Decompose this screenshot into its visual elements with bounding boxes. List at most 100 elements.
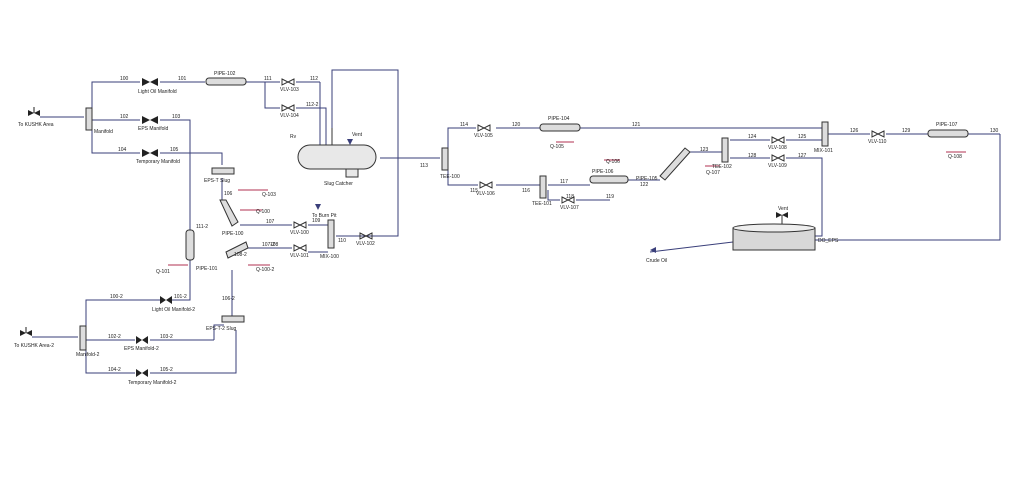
stream-label: 112-2 <box>306 102 319 108</box>
vent-arrow-icon <box>347 139 353 145</box>
tee-102-shape[interactable] <box>721 137 729 163</box>
vlv-109-label: VLV-109 <box>768 163 787 169</box>
manifold-2-shape[interactable] <box>79 325 87 351</box>
valve-vlv-104[interactable] <box>281 104 295 112</box>
stream-label: 111-2 <box>196 224 208 230</box>
tank-shape[interactable] <box>732 212 816 251</box>
valve-vlv-106[interactable] <box>479 181 493 189</box>
stream-label: 112 <box>310 76 318 82</box>
tank-vent-label: Vent <box>778 206 789 212</box>
crude-label: Crude Oil <box>646 258 667 264</box>
eps-t-2-label: EPS-T-2 Slug <box>206 326 237 332</box>
valve-vlv-101[interactable] <box>293 244 307 252</box>
pipe-100-shape[interactable] <box>219 199 239 227</box>
stream-label: 108 <box>270 242 279 248</box>
valve-vlv-100[interactable] <box>293 221 307 229</box>
stream-label: 110 <box>338 238 346 244</box>
valve-temporary-2[interactable] <box>136 369 148 377</box>
manifold-shape[interactable] <box>85 107 93 131</box>
mix-101-label: MIX-101 <box>814 148 833 154</box>
stream-label: 105-2 <box>160 367 173 373</box>
stream-label: 120 <box>512 122 521 128</box>
eps-2-label: EPS Manifold-2 <box>124 346 159 352</box>
burn-pit-arrow-icon <box>315 204 321 210</box>
eps-t-shape[interactable] <box>211 167 235 175</box>
manifold-label: Manifold <box>94 129 113 135</box>
stream-label: 100 <box>120 76 129 82</box>
valve-vlv-109[interactable] <box>771 154 785 162</box>
vlv-101-label: VLV-101 <box>290 253 309 259</box>
pipe-107-shape[interactable] <box>927 129 969 138</box>
stream-label: 103 <box>172 114 181 120</box>
stream-label: 113 <box>420 163 428 169</box>
pipe-104-shape[interactable] <box>539 123 581 132</box>
pipe-105-shape[interactable] <box>659 147 691 181</box>
tank-label: DO_EPS <box>818 238 839 244</box>
stream-label: 106 <box>224 191 233 197</box>
temporary-2-label: Temporary Manifold-2 <box>128 380 177 386</box>
valve-lightoil-2[interactable] <box>160 296 172 304</box>
pipe-107-label: PIPE-107 <box>936 122 958 128</box>
labels: To KUSHK Area To KUSHK Area-2 Manifold M… <box>14 71 999 386</box>
valve-eps-2[interactable] <box>136 336 148 344</box>
valve-vlv-108[interactable] <box>771 136 785 144</box>
valve-vlv-110[interactable] <box>871 130 885 138</box>
eps-t-label: EPS-T Slug <box>204 178 230 184</box>
stream-label: 104-2 <box>108 367 121 373</box>
pipe-102-shape[interactable] <box>205 77 247 86</box>
q-101-label: Q-101 <box>156 269 170 275</box>
valve-vlv-107[interactable] <box>561 196 575 204</box>
q-105-label: Q-105 <box>550 144 564 150</box>
pipe-108-2-shape[interactable] <box>225 241 249 259</box>
source-valve-icon-bottom[interactable] <box>20 327 32 336</box>
pipe-104-label: PIPE-104 <box>548 116 570 122</box>
valve-vlv-102[interactable] <box>359 232 373 240</box>
stream-label: 114 <box>460 122 468 128</box>
stream-label: 106-2 <box>222 296 235 302</box>
stream-label: 107 <box>266 219 275 225</box>
valve-eps[interactable] <box>142 116 158 124</box>
pipe-100-label: PIPE-100 <box>222 231 244 237</box>
valve-temporary[interactable] <box>142 149 158 157</box>
lightoil-label: Light Oil Manifold <box>138 89 177 95</box>
stream-label: 122 <box>640 182 649 188</box>
stream-label: 116 <box>522 188 530 194</box>
slug-catcher-shape[interactable] <box>297 128 377 178</box>
pipe-101-shape[interactable] <box>185 229 195 261</box>
stream-label: 119 <box>606 194 614 200</box>
stream-label: 123 <box>700 147 709 153</box>
mix-101-shape[interactable] <box>821 121 829 147</box>
eps-t-2-shape[interactable] <box>221 315 245 323</box>
stream-label: 129 <box>902 128 911 134</box>
rv-label: Rv <box>290 134 297 140</box>
tee-101-shape[interactable] <box>539 175 547 199</box>
stream-label: 117 <box>560 179 568 185</box>
stream-label: 101-2 <box>174 294 187 300</box>
stream-label: 107-2 <box>262 242 275 248</box>
q-108-label: Q-108 <box>948 154 962 160</box>
stream-label: 115 <box>470 188 478 194</box>
q-100-label: Q-100 <box>256 209 270 215</box>
vlv-108-label: VLV-108 <box>768 145 787 151</box>
mix-100-shape[interactable] <box>327 219 335 249</box>
eps-label: EPS Manifold <box>138 126 169 132</box>
stream-label: 102-2 <box>108 334 121 340</box>
stream-label: 104 <box>118 147 127 153</box>
vlv-105-label: VLV-105 <box>474 133 493 139</box>
burn-pit-label: To Burn Pit <box>312 213 337 219</box>
vlv-110-label: VLV-110 <box>868 139 887 145</box>
q-100-2-label: Q-100-2 <box>256 267 275 273</box>
stream-label: 130 <box>990 128 999 134</box>
pipe-106-shape[interactable] <box>589 175 629 184</box>
valve-vlv-103[interactable] <box>281 78 295 86</box>
pipe-101-label: PIPE-101 <box>196 266 218 272</box>
valve-lightoil[interactable] <box>142 78 158 86</box>
valve-vlv-105[interactable] <box>477 124 491 132</box>
temporary-label: Temporary Manifold <box>136 159 180 165</box>
source-valve-icon-top[interactable] <box>28 107 40 116</box>
vlv-100-label: VLV-100 <box>290 230 309 236</box>
stream-label: 102 <box>120 114 129 120</box>
tee-100-shape[interactable] <box>441 147 449 171</box>
equipment-shapes <box>20 77 969 377</box>
